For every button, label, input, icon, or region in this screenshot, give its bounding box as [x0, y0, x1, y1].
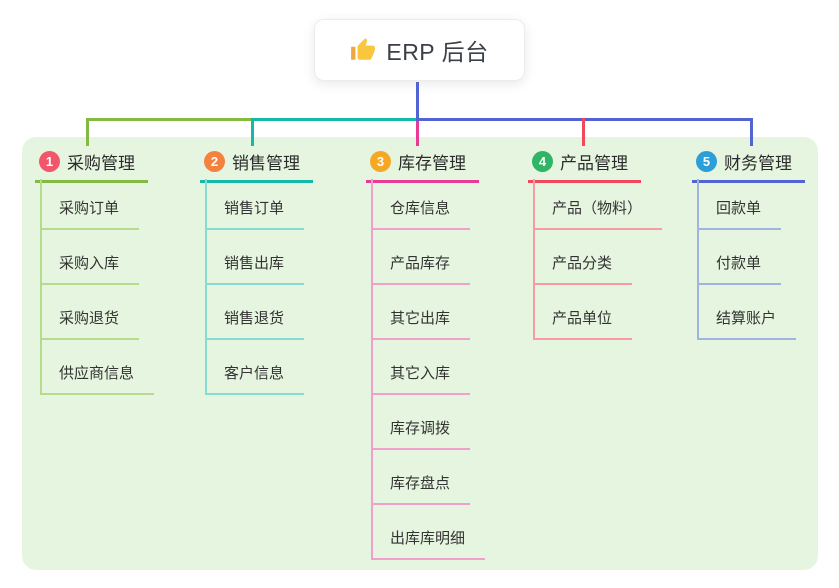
child-node[interactable]: 销售退货 [207, 310, 305, 340]
branch-children-5: 回款单付款单结算账户 [697, 179, 797, 340]
connector-drop-4 [582, 118, 585, 146]
thumbs-up-icon [350, 37, 376, 63]
root-node[interactable]: ERP 后台 [314, 19, 525, 81]
connector-horizontal-teal [251, 118, 419, 121]
child-node[interactable]: 其它入库 [373, 365, 471, 395]
branch-node-3[interactable]: 3 库存管理 [366, 146, 479, 183]
root-title: ERP 后台 [386, 39, 489, 65]
child-node[interactable]: 回款单 [699, 200, 782, 230]
branch-children-2: 销售订单销售出库销售退货客户信息 [205, 179, 305, 395]
child-node[interactable]: 客户信息 [207, 365, 305, 395]
child-node[interactable]: 采购退货 [42, 310, 140, 340]
branch-label: 财务管理 [724, 154, 792, 173]
branch-children-1: 采购订单采购入库采购退货供应商信息 [40, 179, 155, 395]
child-node[interactable]: 付款单 [699, 255, 782, 285]
branch-node-5[interactable]: 5 财务管理 [692, 146, 805, 183]
child-node[interactable]: 其它出库 [373, 310, 471, 340]
child-node[interactable]: 仓库信息 [373, 200, 471, 230]
child-node[interactable]: 库存盘点 [373, 475, 471, 505]
child-node[interactable]: 供应商信息 [42, 365, 155, 395]
branch-badge: 5 [696, 151, 717, 172]
branch-children-3: 仓库信息产品库存其它出库其它入库库存调拨库存盘点出库库明细 [371, 179, 486, 560]
branch-node-2[interactable]: 2 销售管理 [200, 146, 313, 183]
connector-horizontal-green [86, 118, 253, 121]
child-node[interactable]: 产品库存 [373, 255, 471, 285]
branch-label: 库存管理 [398, 154, 466, 173]
connector-drop-3 [416, 121, 419, 146]
branch-badge: 1 [39, 151, 60, 172]
branch-badge: 3 [370, 151, 391, 172]
branch-node-1[interactable]: 1 采购管理 [35, 146, 148, 183]
child-node[interactable]: 库存调拨 [373, 420, 471, 450]
branch-node-4[interactable]: 4 产品管理 [528, 146, 641, 183]
branch-badge: 4 [532, 151, 553, 172]
child-node[interactable]: 采购入库 [42, 255, 140, 285]
child-node[interactable]: 采购订单 [42, 200, 140, 230]
child-node[interactable]: 出库库明细 [373, 530, 486, 560]
branch-label: 销售管理 [232, 154, 300, 173]
connector-drop-1 [86, 118, 89, 146]
child-node[interactable]: 产品单位 [535, 310, 633, 340]
branch-children-4: 产品（物料） 产品分类产品单位 [533, 179, 663, 340]
child-node[interactable]: 结算账户 [699, 310, 797, 340]
branch-label: 采购管理 [67, 154, 135, 173]
connector-root-vertical [416, 82, 419, 121]
branch-label: 产品管理 [560, 154, 628, 173]
child-node[interactable]: 产品（物料） [535, 200, 663, 230]
mindmap-panel [22, 137, 818, 570]
child-node[interactable]: 产品分类 [535, 255, 633, 285]
branch-badge: 2 [204, 151, 225, 172]
child-node[interactable]: 销售出库 [207, 255, 305, 285]
connector-drop-2 [251, 118, 254, 146]
child-node[interactable]: 销售订单 [207, 200, 305, 230]
connector-drop-5 [750, 118, 753, 146]
